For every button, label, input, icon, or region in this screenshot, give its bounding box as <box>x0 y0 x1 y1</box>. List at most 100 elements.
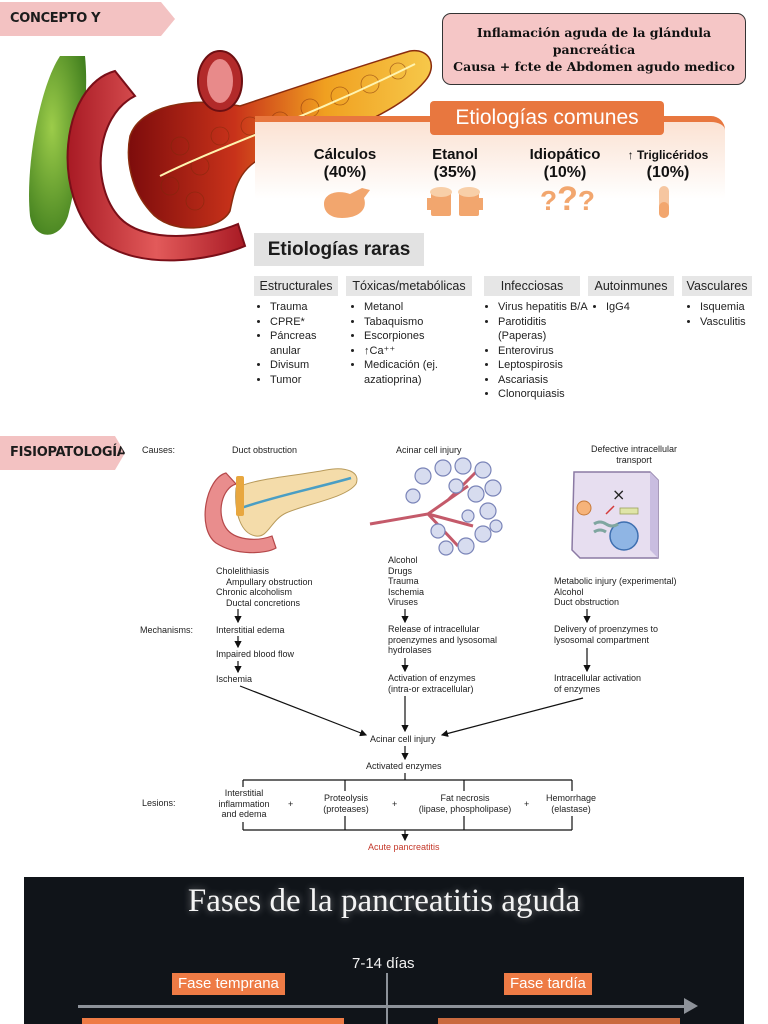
beer-mugs-icon <box>427 187 483 216</box>
defective-transport-title: Defective intracellular transport <box>574 444 694 465</box>
etiology-pct: (40%) <box>323 164 367 181</box>
cause-item: Trauma <box>388 576 419 586</box>
text-line: of enzymes <box>554 683 601 694</box>
list-item: Divisum <box>270 358 346 373</box>
list-item: Isquemia <box>700 300 766 315</box>
text-line: proenzymes and lysosomal <box>388 634 498 645</box>
cause-item: Alcohol <box>554 586 584 597</box>
etiology-trigliceridos: ↑ Triglicéridos (10%) <box>618 146 718 182</box>
plus-sign: + <box>288 799 294 809</box>
list-item: IgG4 <box>606 300 676 315</box>
rare-list-structural: Trauma CPRE* Páncreas anular Divisum Tum… <box>256 300 346 387</box>
cause-item: Cholelithiasis <box>216 566 270 576</box>
late-phase-bar <box>438 1018 680 1024</box>
mech-interstitial-edema: Interstitial edema <box>216 625 285 635</box>
lesions-label: Lesions: <box>142 798 176 808</box>
list-item: Metanol <box>364 300 474 315</box>
mech-release-enzymes: Release of intracellular proenzymes and … <box>388 624 497 656</box>
section-tag-concept: CONCEPTO Y ETIOLOGÍA <box>0 2 175 36</box>
cause-item: Metabolic injury (experimental) <box>554 576 677 586</box>
list-item: Vasculitis <box>700 315 766 330</box>
transport-causes: Metabolic injury (experimental) Alcohol … <box>554 576 677 608</box>
cause-item: Ischemia <box>388 586 425 597</box>
phase-divider <box>386 973 388 1024</box>
text-line: Release of intracellular <box>388 624 480 634</box>
text-line: Fat necrosis <box>440 793 490 803</box>
plus-sign: + <box>392 799 398 809</box>
list-item: Medicación (ej. azatioprina) <box>364 358 474 387</box>
cause-item: Ampullary obstruction <box>226 576 313 587</box>
mechanisms-label: Mechanisms: <box>140 625 194 635</box>
lesion-fat-necrosis: Fat necrosis (lipase, phospholipase) <box>412 793 518 814</box>
mech-delivery-proenzymes: Delivery of proenzymes to lysosomal comp… <box>554 624 658 645</box>
rare-col-head-structural: Estructurales <box>254 276 338 296</box>
title-line: Defective intracellular <box>590 444 678 454</box>
acinar-causes: Alcohol Drugs Trauma Ischemia Viruses <box>388 555 424 608</box>
plus-sign: + <box>524 799 530 809</box>
lesion-hemorrhage: Hemorrhage (elastase) <box>540 793 602 814</box>
etiology-name: Etanol <box>432 146 478 163</box>
list-item: Trauma <box>270 300 346 315</box>
causes-label: Causes: <box>142 445 176 455</box>
rare-list-vascular: Isquemia Vasculitis <box>686 300 766 329</box>
list-item: Tumor <box>270 373 346 388</box>
svg-text:×: × <box>612 485 625 504</box>
common-etiologies-title: Etiologías comunes <box>430 101 664 135</box>
rare-list-infectious: Virus hepatitis B/A Parotiditis (Paperas… <box>484 300 594 402</box>
etiology-pct: (35%) <box>433 164 477 181</box>
question-marks-icon: ??? <box>540 180 595 218</box>
list-item: Virus hepatitis B/A <box>498 300 594 315</box>
duct-obstruction-illustration <box>204 468 358 554</box>
etiology-name: Idiopático <box>529 146 601 163</box>
text-line: hydrolases <box>388 645 432 655</box>
text-line: and edema <box>221 809 267 819</box>
acinar-injury-illustration <box>369 457 503 556</box>
rare-list-autoimmune: IgG4 <box>592 300 676 315</box>
mech-ischemia: Ischemia <box>216 674 253 684</box>
text-line: Activation of enzymes <box>388 673 476 683</box>
rare-etiologies-title: Etiologías raras <box>254 233 424 266</box>
lesion-interstitial: Interstitial inflammation and edema <box>218 788 270 820</box>
etiology-idiopatico: Idiopático (10%) <box>516 146 614 182</box>
title-line: transport <box>616 454 652 465</box>
early-phase-bar <box>82 1018 344 1024</box>
text-line: Delivery of proenzymes to <box>554 624 659 634</box>
mech-activation-enzymes: Activation of enzymes (intra-or extracel… <box>388 673 476 694</box>
text-line: (elastase) <box>551 803 591 814</box>
test-tube-icon <box>659 186 669 218</box>
phases-days-label: 7-14 días <box>352 955 415 972</box>
rare-list-toxic: Metanol Tabaquismo Escorpiones ↑Ca⁺⁺ Med… <box>350 300 474 387</box>
definition-line-1: Inflamación aguda de la glándula <box>476 25 712 40</box>
rare-col-head-toxic: Tóxicas/metabólicas <box>346 276 472 296</box>
definition-line-3: Causa + fcte de Abdomen agudo medico <box>453 59 735 74</box>
text-line: (proteases) <box>323 803 369 814</box>
phases-panel: Fases de la pancreatitis aguda 7-14 días… <box>24 877 744 1024</box>
etiology-pct: (10%) <box>646 164 690 181</box>
list-item: Ascariasis <box>498 373 594 388</box>
defective-transport-illustration: × <box>571 471 659 559</box>
list-item: Escorpiones <box>364 329 474 344</box>
text-line: inflammation <box>218 798 270 809</box>
list-item: Tabaquismo <box>364 315 474 330</box>
duct-causes: Cholelithiasis Ampullary obstruction Chr… <box>216 566 313 608</box>
rare-col-head-infectious: Infecciosas <box>484 276 580 296</box>
list-item: Clonorquiasis <box>498 387 594 402</box>
etiology-pct: (10%) <box>543 164 587 181</box>
section-tag-physiopathology: FISIOPATOLOGÍA <box>0 436 125 470</box>
list-item: Parotiditis (Paperas) <box>498 315 594 344</box>
text-line: Intracellular activation <box>554 673 642 683</box>
cause-item: Chronic alcoholism <box>216 587 293 597</box>
cause-item: Alcohol <box>388 555 418 565</box>
etiology-name: ↑ Triglicéridos <box>627 148 709 162</box>
cause-item: Duct obstruction <box>554 597 620 607</box>
duct-obstruction-title: Duct obstruction <box>232 445 298 455</box>
etiology-calculos: Cálculos (40%) <box>300 146 390 182</box>
list-item: CPRE* <box>270 315 346 330</box>
timeline-axis <box>78 1005 690 1008</box>
acinar-cell-injury-node: Acinar cell injury <box>370 734 436 744</box>
text-line: lysosomal compartment <box>554 634 650 645</box>
activated-enzymes-node: Activated enzymes <box>366 761 442 771</box>
text-line: (intra-or extracellular) <box>388 683 474 694</box>
etiology-etanol: Etanol (35%) <box>415 146 495 182</box>
cause-item: Viruses <box>388 597 418 607</box>
